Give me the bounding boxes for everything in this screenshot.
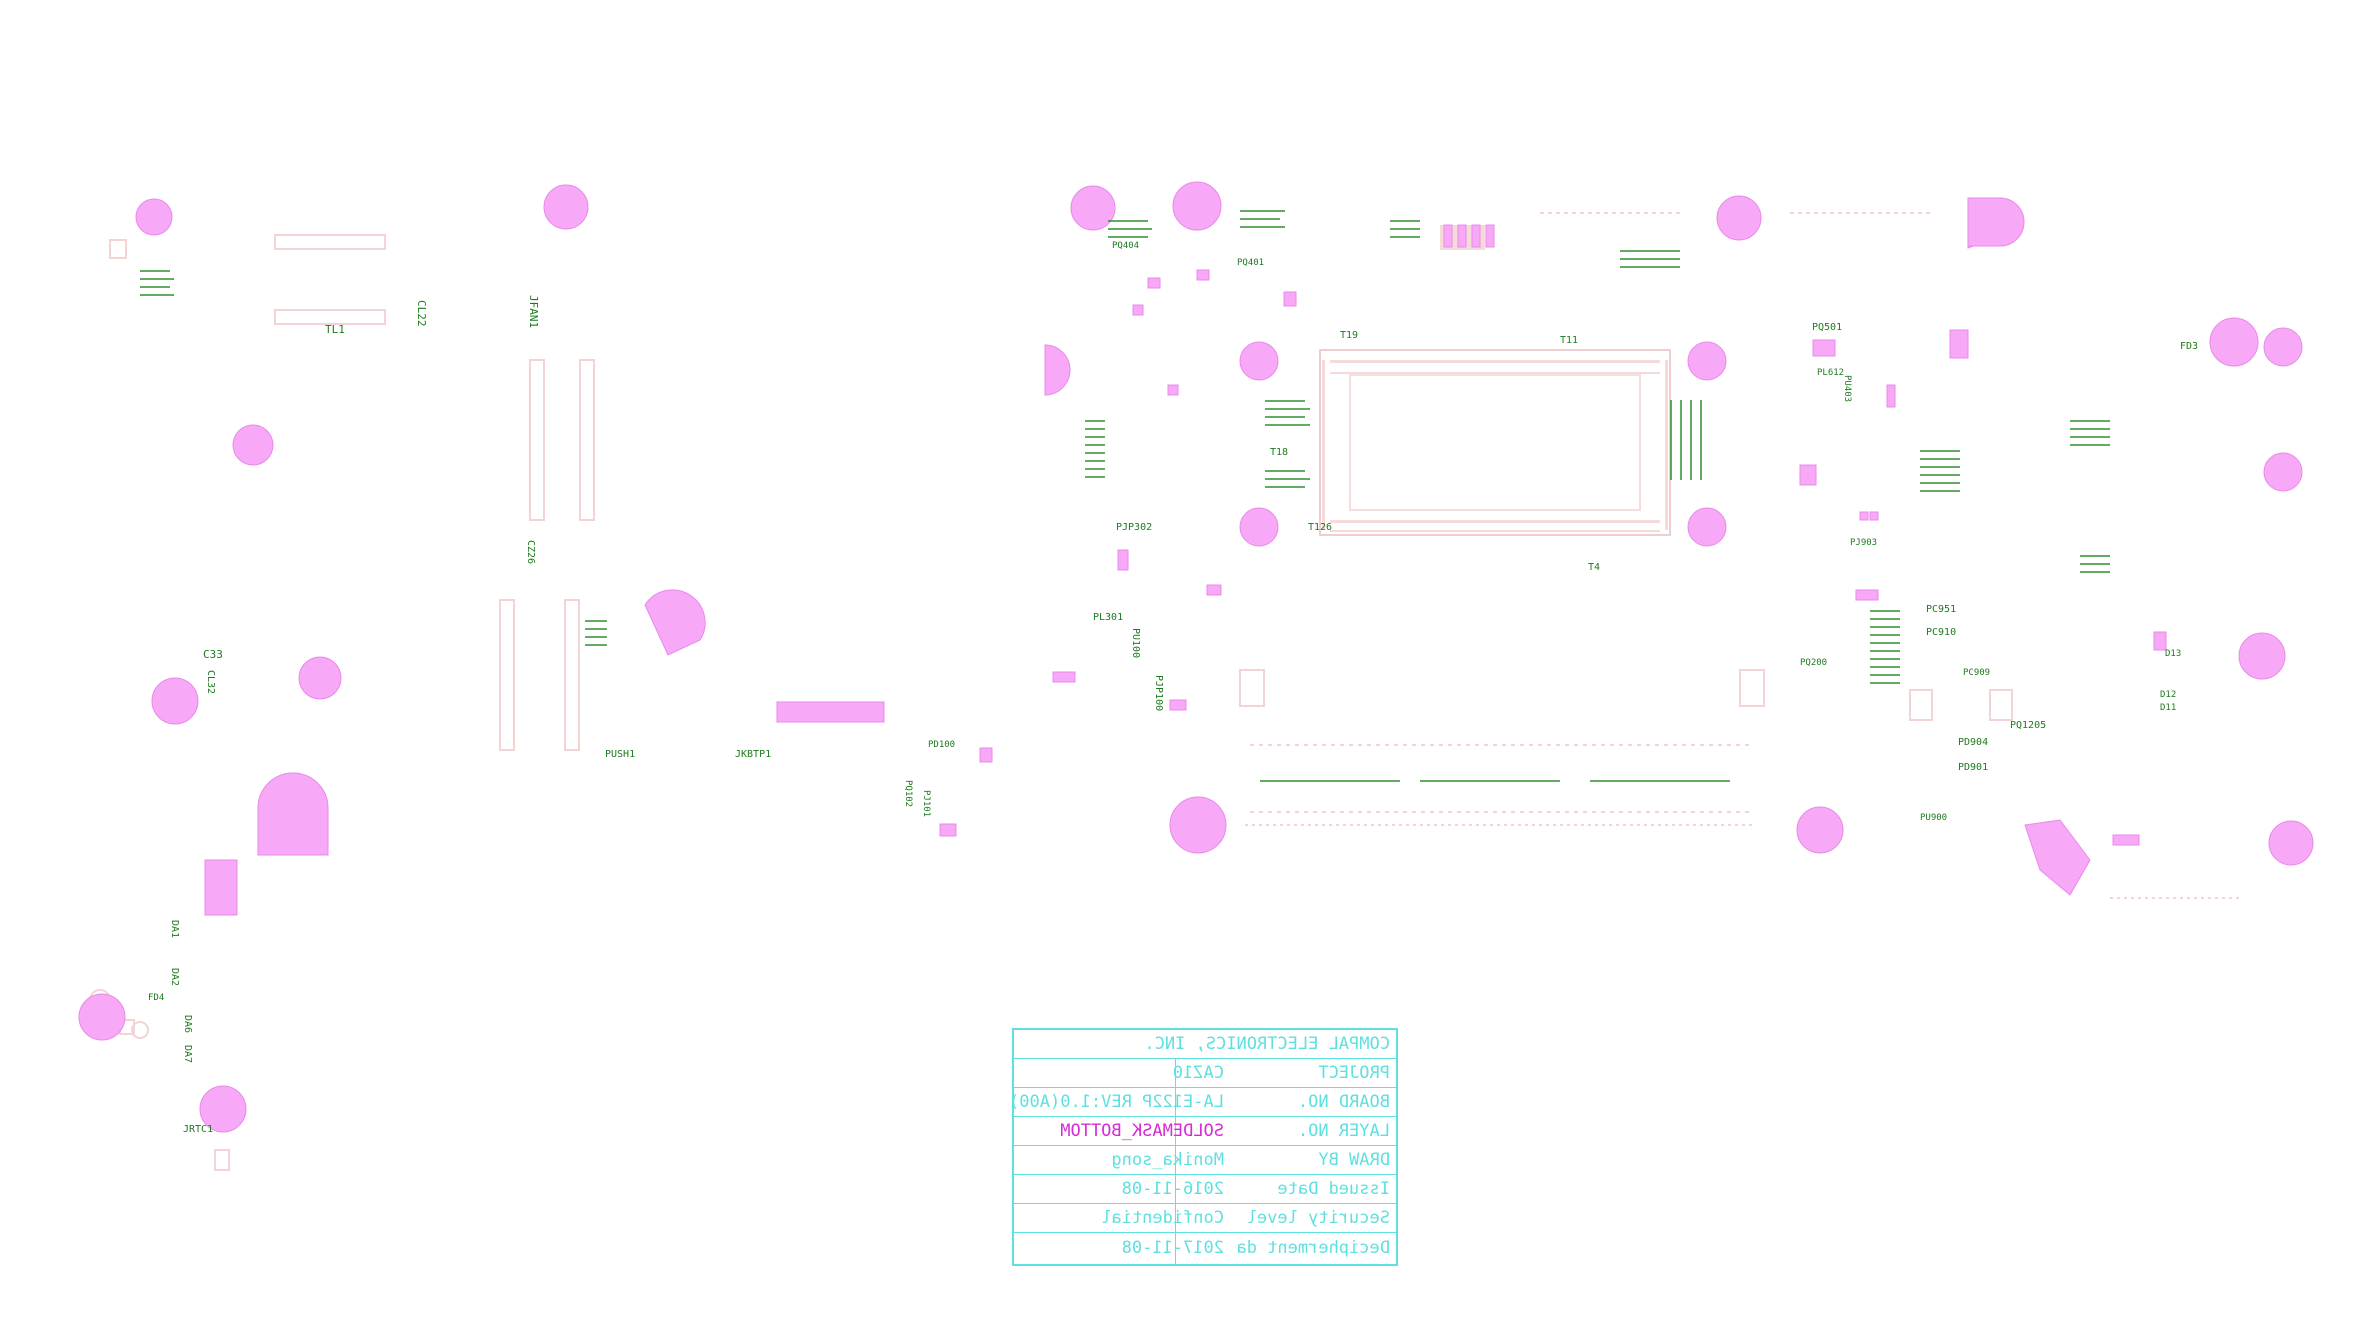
- row-value: Confidential: [1101, 1208, 1224, 1228]
- designator: PU100: [1130, 628, 1141, 658]
- designator: PJ903: [1850, 538, 1877, 548]
- designator: DA7: [182, 1045, 193, 1063]
- row-value: 2017-11-08: [1121, 1237, 1224, 1258]
- title-block-row: LAYER NO. SOLDEMASK_BOTTOM: [1014, 1117, 1396, 1146]
- title-block: COMPAL ELECTRONICS, INC. PROJECT CAZ10 B…: [1012, 1028, 1398, 1266]
- designator: DA6: [182, 1015, 193, 1033]
- designator: PC910: [1926, 627, 1956, 638]
- row-label: LAYER NO.: [1297, 1121, 1390, 1141]
- designator: CL22: [415, 300, 428, 327]
- designator: PC951: [1926, 604, 1956, 615]
- designator: PQ501: [1812, 322, 1842, 333]
- designator: FD3: [2180, 341, 2198, 352]
- designator: DA1: [169, 920, 180, 938]
- fine-label-clusters: [140, 210, 2110, 782]
- designator: PQ102: [903, 780, 913, 807]
- row-label: Security level: [1246, 1208, 1390, 1228]
- designator: PU403: [1842, 375, 1852, 402]
- row-label: PROJECT: [1318, 1063, 1390, 1083]
- board-traces: [89, 212, 2240, 1171]
- designator: PQ401: [1237, 258, 1264, 268]
- designator: T126: [1308, 522, 1332, 533]
- designator: T4: [1588, 562, 1600, 573]
- designator: T19: [1340, 330, 1358, 341]
- designator: CL32: [205, 670, 216, 694]
- row-label: BOARD NO.: [1297, 1092, 1390, 1112]
- designator: PD901: [1958, 762, 1988, 773]
- designator: D12: [2160, 690, 2176, 700]
- row-value: LA-E122P REV:1.0(A00): [1014, 1092, 1224, 1112]
- layer-name-value: SOLDEMASK_BOTTOM: [1060, 1121, 1224, 1141]
- row-value: 2016-11-08: [1121, 1179, 1224, 1199]
- designator: T18: [1270, 447, 1288, 458]
- title-block-row: DRAW BY Monika_song: [1014, 1146, 1396, 1175]
- title-block-row: BOARD NO. LA-E122P REV:1.0(A00): [1014, 1088, 1396, 1117]
- designator: PJP100: [1153, 675, 1164, 711]
- designator: PL612: [1817, 368, 1844, 378]
- component-footprints: [1322, 225, 1668, 532]
- row-value: CAZ10: [1172, 1063, 1224, 1083]
- row-label: Decipherment date: [1238, 1237, 1390, 1258]
- designator: PD100: [928, 740, 955, 750]
- designator: C33: [203, 648, 223, 661]
- designator: PQ200: [1800, 658, 1827, 668]
- designator: PD904: [1958, 737, 1988, 748]
- designator: PC909: [1963, 668, 1990, 678]
- designator: PU900: [1920, 813, 1947, 823]
- designator: TL1: [325, 323, 345, 336]
- designator: DA2: [169, 968, 180, 986]
- title-block-row: Decipherment date 2017-11-08: [1014, 1233, 1396, 1262]
- designator: JFAN1: [527, 295, 540, 328]
- row-label: DRAW BY: [1318, 1150, 1390, 1170]
- designator: JRTC1: [183, 1124, 213, 1135]
- title-block-company: COMPAL ELECTRONICS, INC.: [1014, 1030, 1396, 1059]
- designator: PJ101: [921, 790, 931, 817]
- title-block-row: Security level Confidential: [1014, 1204, 1396, 1233]
- row-label: Issued Date: [1277, 1179, 1390, 1199]
- designator: CZ26: [525, 540, 536, 564]
- title-block-row: Issued Date 2016-11-08: [1014, 1175, 1396, 1204]
- designator: PQ1205: [2010, 720, 2046, 731]
- designator: D11: [2160, 703, 2176, 713]
- designator: PUSH1: [605, 749, 635, 760]
- designator: D13: [2165, 649, 2181, 659]
- designator: T11: [1560, 335, 1578, 346]
- designator: PQ404: [1112, 241, 1139, 251]
- row-value: Monika_song: [1111, 1150, 1224, 1170]
- designator: PJP302: [1116, 522, 1152, 533]
- designator: PL301: [1093, 612, 1123, 623]
- designator: JKBTP1: [735, 749, 771, 760]
- company-name: COMPAL ELECTRONICS, INC.: [1144, 1034, 1390, 1054]
- title-block-row: PROJECT CAZ10: [1014, 1059, 1396, 1088]
- soldermask-openings: [78, 181, 2314, 1133]
- designator: FD4: [148, 993, 164, 1003]
- designator-labels: TL1 CL22 JFAN1 CZ26 C33 CL32 PUSH1 JKBTP…: [148, 241, 2198, 1135]
